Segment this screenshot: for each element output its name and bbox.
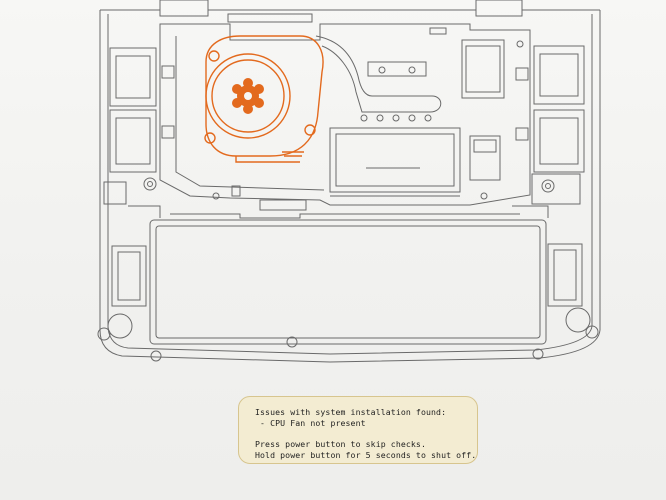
chassis-outline — [99, 0, 601, 363]
motherboard-outline — [103, 23, 585, 211]
notice-shutdown-instruction: Hold power button for 5 seconds to shut … — [255, 450, 477, 460]
system-check-notice: Issues with system installation found: -… — [238, 396, 478, 464]
notice-heading: Issues with system installation found: — [255, 407, 447, 417]
notice-skip-instruction: Press power button to skip checks. — [255, 439, 426, 449]
speaker-outlines — [97, 205, 599, 341]
notice-spacer — [255, 429, 465, 439]
fan-icon — [204, 35, 324, 163]
notice-issue-item: - CPU Fan not present — [255, 418, 366, 428]
battery-outline — [149, 213, 547, 362]
